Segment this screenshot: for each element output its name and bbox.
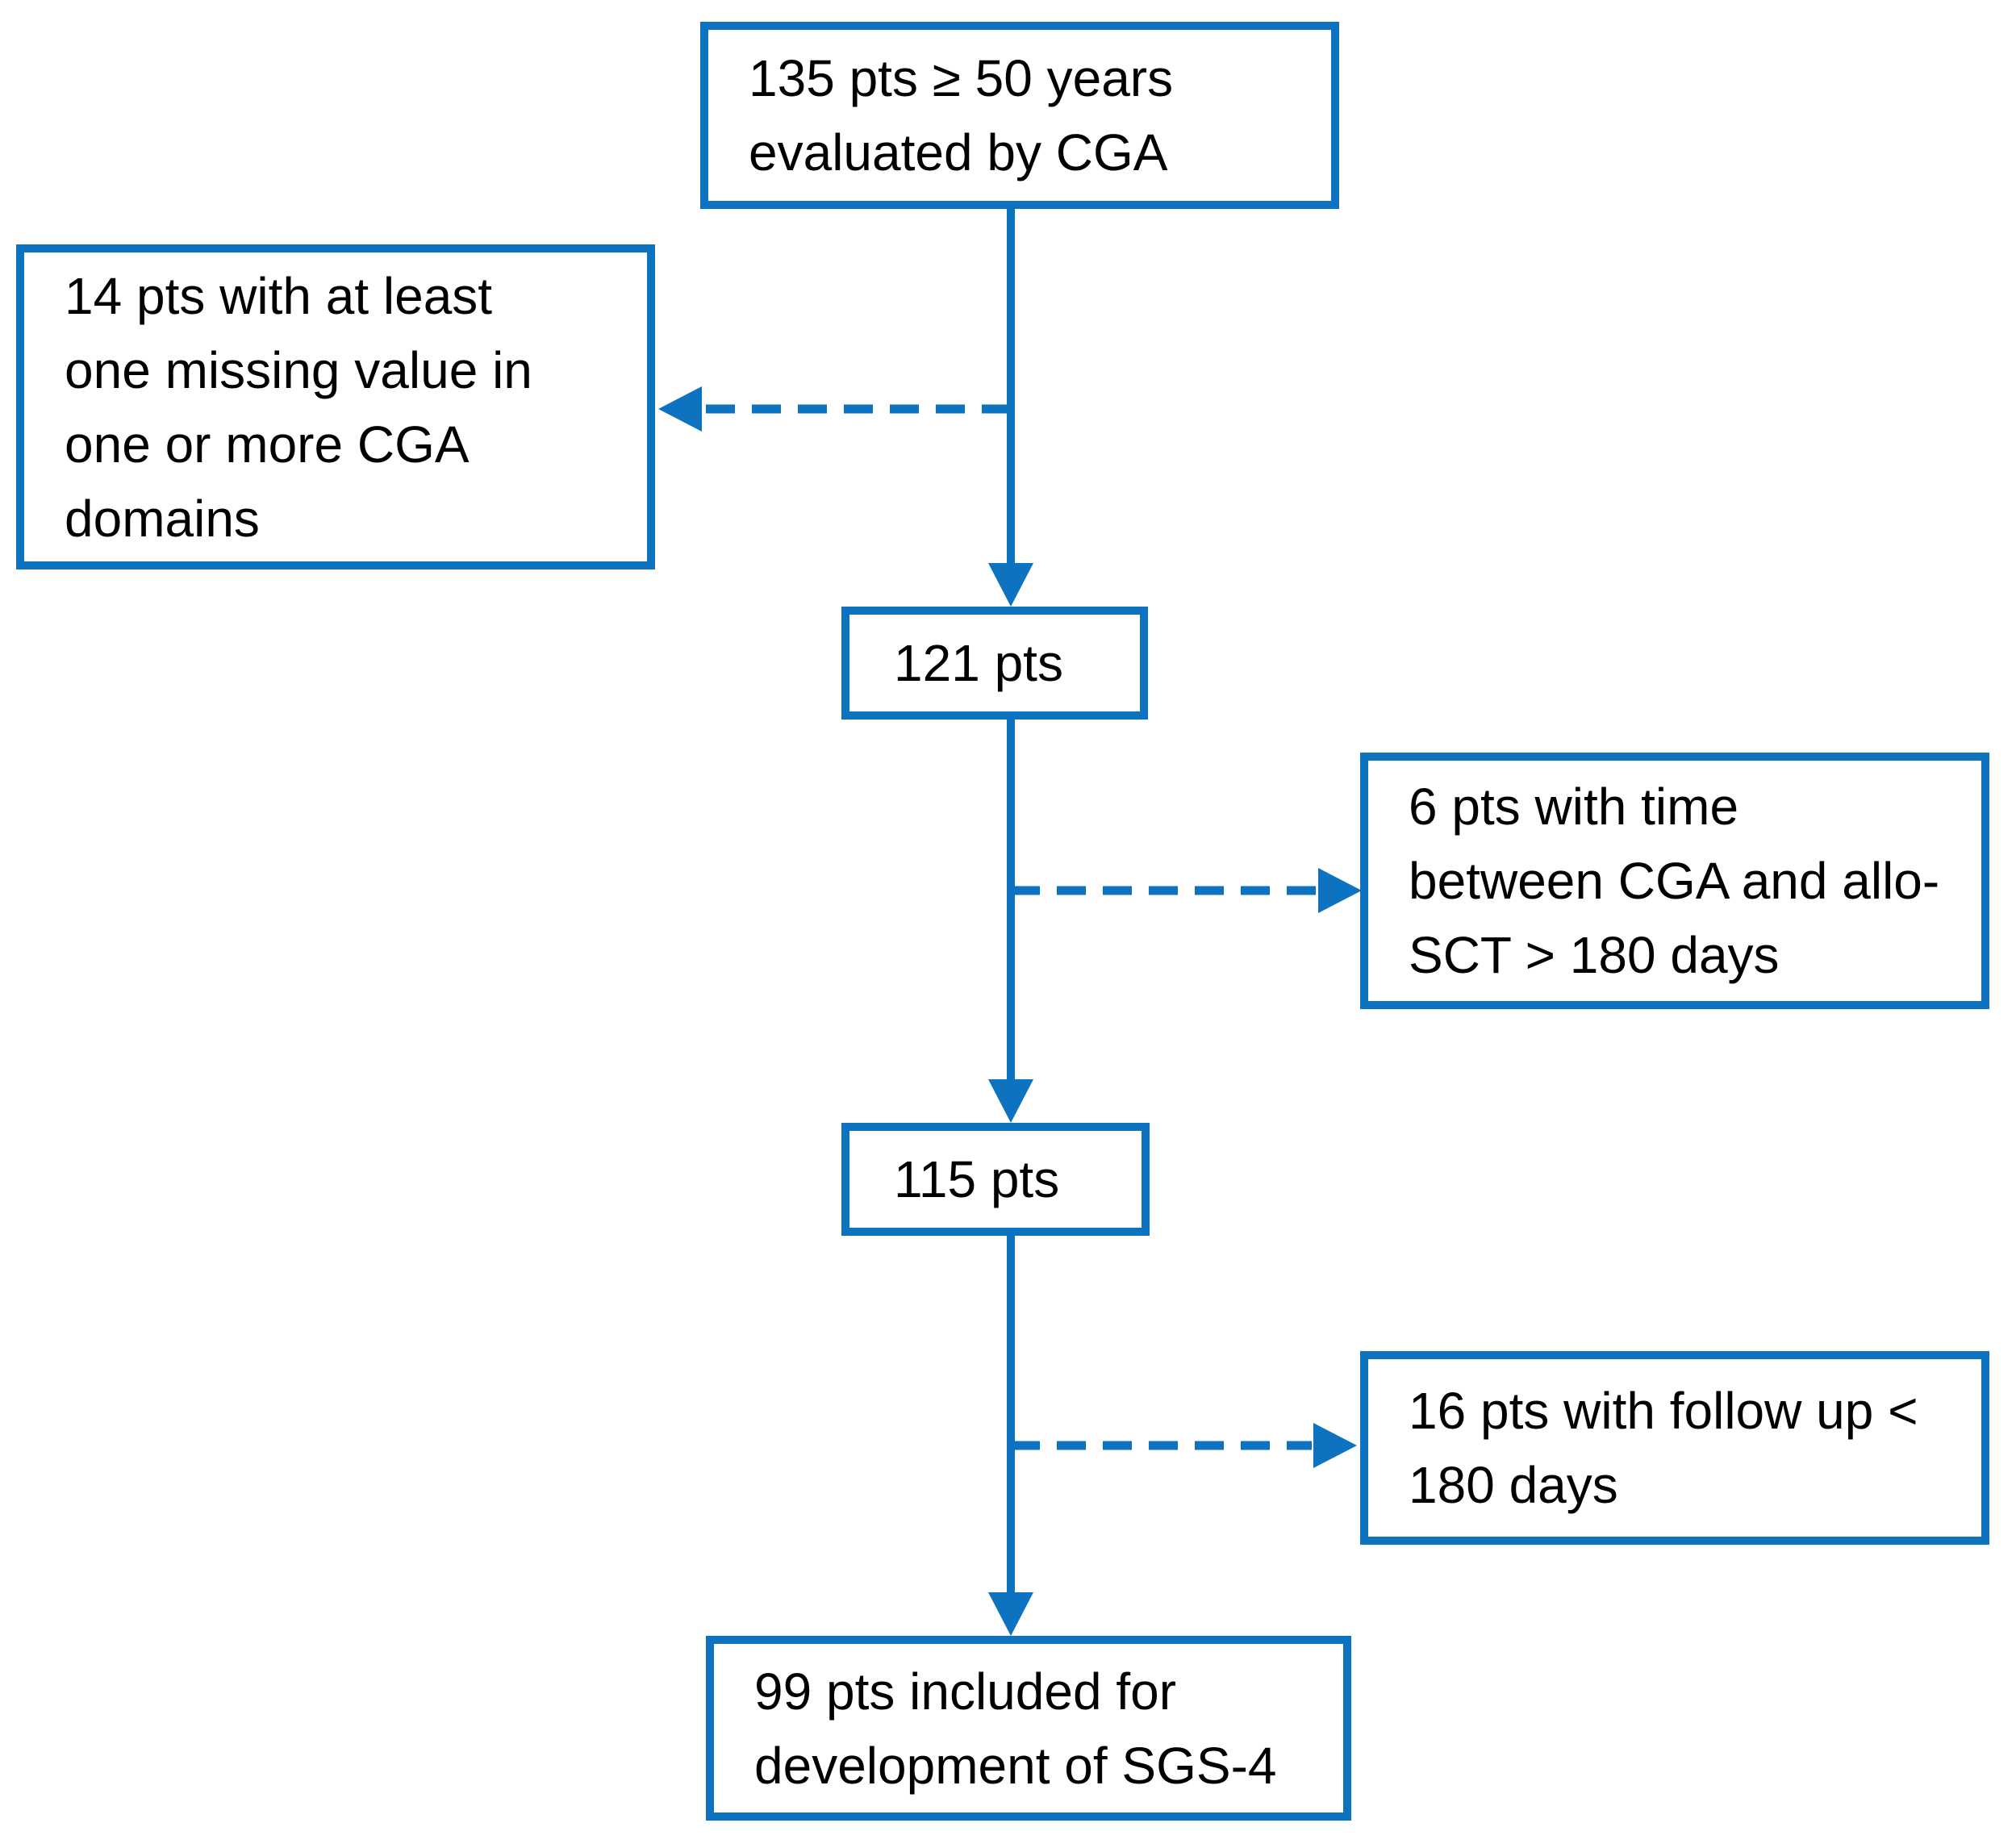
node-text-line: 121 pts: [894, 634, 1063, 692]
dashed-arrow-to-excluded-missing-head: [658, 386, 702, 432]
node-text-line: 99 pts included for: [754, 1662, 1176, 1721]
node-text-line: 115 pts: [894, 1150, 1060, 1208]
node-text-line: 14 pts with at least: [65, 266, 493, 325]
arrow-start-to-121-head: [988, 563, 1033, 607]
node-excluded-cga-sct-interval: 6 pts with time between CGA and allo- SCT …: [1360, 753, 1989, 1009]
node-text-line: between CGA and allo-: [1409, 852, 1940, 910]
arrow-121-to-115-head: [988, 1079, 1033, 1123]
node-text-line: one or more CGA: [65, 415, 470, 473]
node-evaluated-by-cga: 135 pts ≥ 50 years evaluated by CGA: [700, 22, 1339, 209]
node-text-line: 16 pts with follow up <: [1409, 1382, 1918, 1440]
node-text-line: development of SGS-4: [754, 1736, 1277, 1795]
node-text-line: domains: [65, 489, 260, 548]
node-excluded-short-followup: 16 pts with follow up < 180 days: [1360, 1351, 1989, 1545]
arrow-115-to-included-head: [988, 1592, 1033, 1636]
dashed-arrow-to-excluded-interval-head: [1318, 868, 1362, 913]
node-text-line: 180 days: [1409, 1456, 1618, 1514]
node-text-line: one missing value in: [65, 340, 532, 399]
dashed-arrow-to-excluded-followup-head: [1313, 1423, 1357, 1468]
node-text-line: SCT > 180 days: [1409, 926, 1780, 984]
node-excluded-missing-values: 14 pts with at least one missing value in…: [16, 244, 655, 569]
node-included-sgs4: 99 pts included for development of SGS-4: [706, 1636, 1351, 1821]
node-121-pts: 121 pts: [841, 607, 1148, 720]
node-text-line: evaluated by CGA: [749, 123, 1168, 181]
node-text-line: 6 pts with time: [1409, 778, 1739, 836]
node-text-line: 135 pts ≥ 50 years: [749, 49, 1174, 107]
node-115-pts: 115 pts: [841, 1123, 1150, 1236]
